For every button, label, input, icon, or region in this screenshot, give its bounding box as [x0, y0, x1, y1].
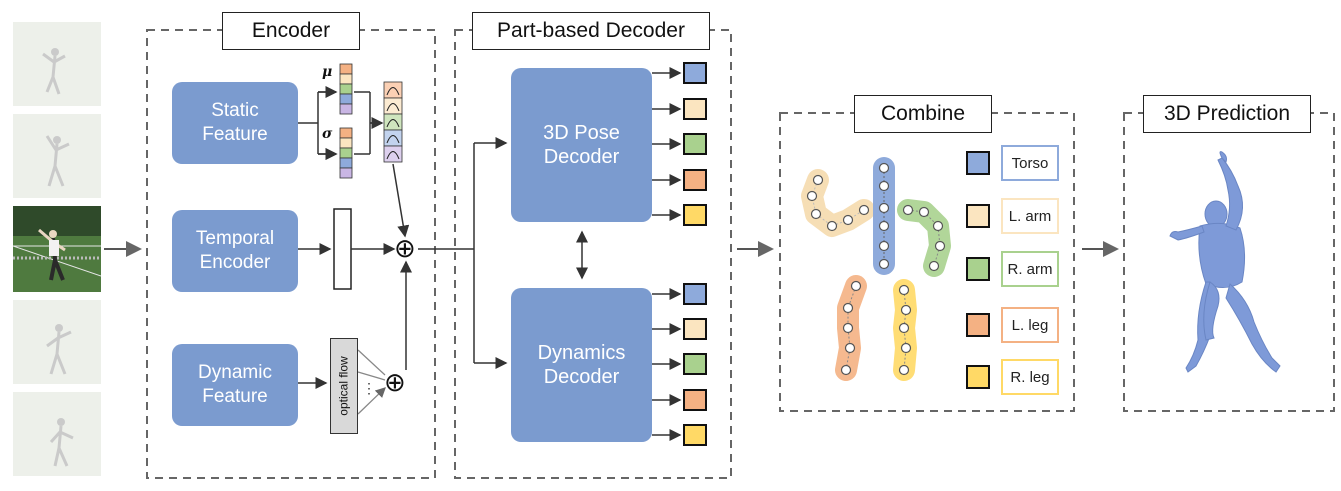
- dynamics-part-boxes: [683, 283, 707, 446]
- human-mesh-icon: [1169, 151, 1281, 373]
- static-branch-lines: [298, 91, 336, 154]
- dynamic-feature-block: Dynamic Feature: [172, 344, 298, 426]
- dynamics-decoder-block: Dynamics Decoder: [511, 288, 652, 442]
- dynamics-decoder-label: Dynamics Decoder: [537, 342, 626, 388]
- pose-decoder-label: 3D Pose Decoder: [543, 122, 620, 168]
- pose-part-boxes: [683, 62, 707, 226]
- legend-r-arm: R. arm: [1001, 251, 1059, 287]
- legend-l-arm: L. arm: [1001, 198, 1059, 234]
- dynamic-feature-label: Dynamic Feature: [198, 362, 272, 407]
- video-frame-4: [13, 300, 101, 384]
- mu-label: μ: [322, 64, 333, 80]
- tennis-frame-icon: [13, 114, 101, 198]
- temporal-feature-vector: [333, 208, 352, 290]
- pose-decoder-outputs: [652, 67, 682, 221]
- temporal-encoder-block: Temporal Encoder: [172, 210, 298, 292]
- combine-title: Combine: [854, 95, 992, 133]
- legend-l-leg: L. leg: [1001, 307, 1059, 343]
- temporal-encoder-label: Temporal Encoder: [195, 228, 275, 273]
- video-frame-2: [13, 114, 101, 198]
- pose-decoder-block: 3D Pose Decoder: [511, 68, 652, 222]
- decoder-title: Part-based Decoder: [472, 12, 710, 50]
- prediction-title: 3D Prediction: [1143, 95, 1311, 133]
- optical-flow-arrows: [357, 349, 385, 415]
- optical-flow-box: optical flow: [330, 338, 358, 434]
- skeleton-icon: [801, 157, 951, 381]
- decoder-frame: [454, 29, 732, 479]
- tennis-frame-icon: [13, 206, 101, 292]
- static-feature-label: Static Feature: [202, 100, 268, 145]
- optical-flow-ellipsis: ⋮: [362, 380, 376, 396]
- gaussian-vector: [383, 81, 403, 163]
- tennis-frame-icon: [13, 392, 101, 476]
- legend-torso: Torso: [1001, 145, 1059, 181]
- tennis-frame-icon: [13, 300, 101, 384]
- mu-vector: [339, 63, 353, 115]
- legend-swatches: [966, 151, 990, 389]
- static-feature-block: Static Feature: [172, 82, 298, 164]
- static-to-sum-line: [392, 163, 410, 238]
- dynamics-decoder-outputs: [652, 288, 682, 441]
- tennis-frame-icon: [13, 22, 101, 106]
- sum-symbol-dynamic: ⊕: [384, 368, 406, 398]
- video-frame-1: [13, 22, 101, 106]
- sum-symbol-main: ⊕: [394, 234, 416, 264]
- optical-flow-label: optical flow: [337, 356, 351, 416]
- legend-r-leg: R. leg: [1001, 359, 1059, 395]
- sigma-label: σ: [322, 126, 333, 142]
- encoder-title: Encoder: [222, 12, 360, 50]
- mu-sigma-merge-lines: [354, 91, 382, 155]
- sigma-vector: [339, 127, 353, 179]
- video-frame-3: [13, 206, 101, 292]
- video-frame-5: [13, 392, 101, 476]
